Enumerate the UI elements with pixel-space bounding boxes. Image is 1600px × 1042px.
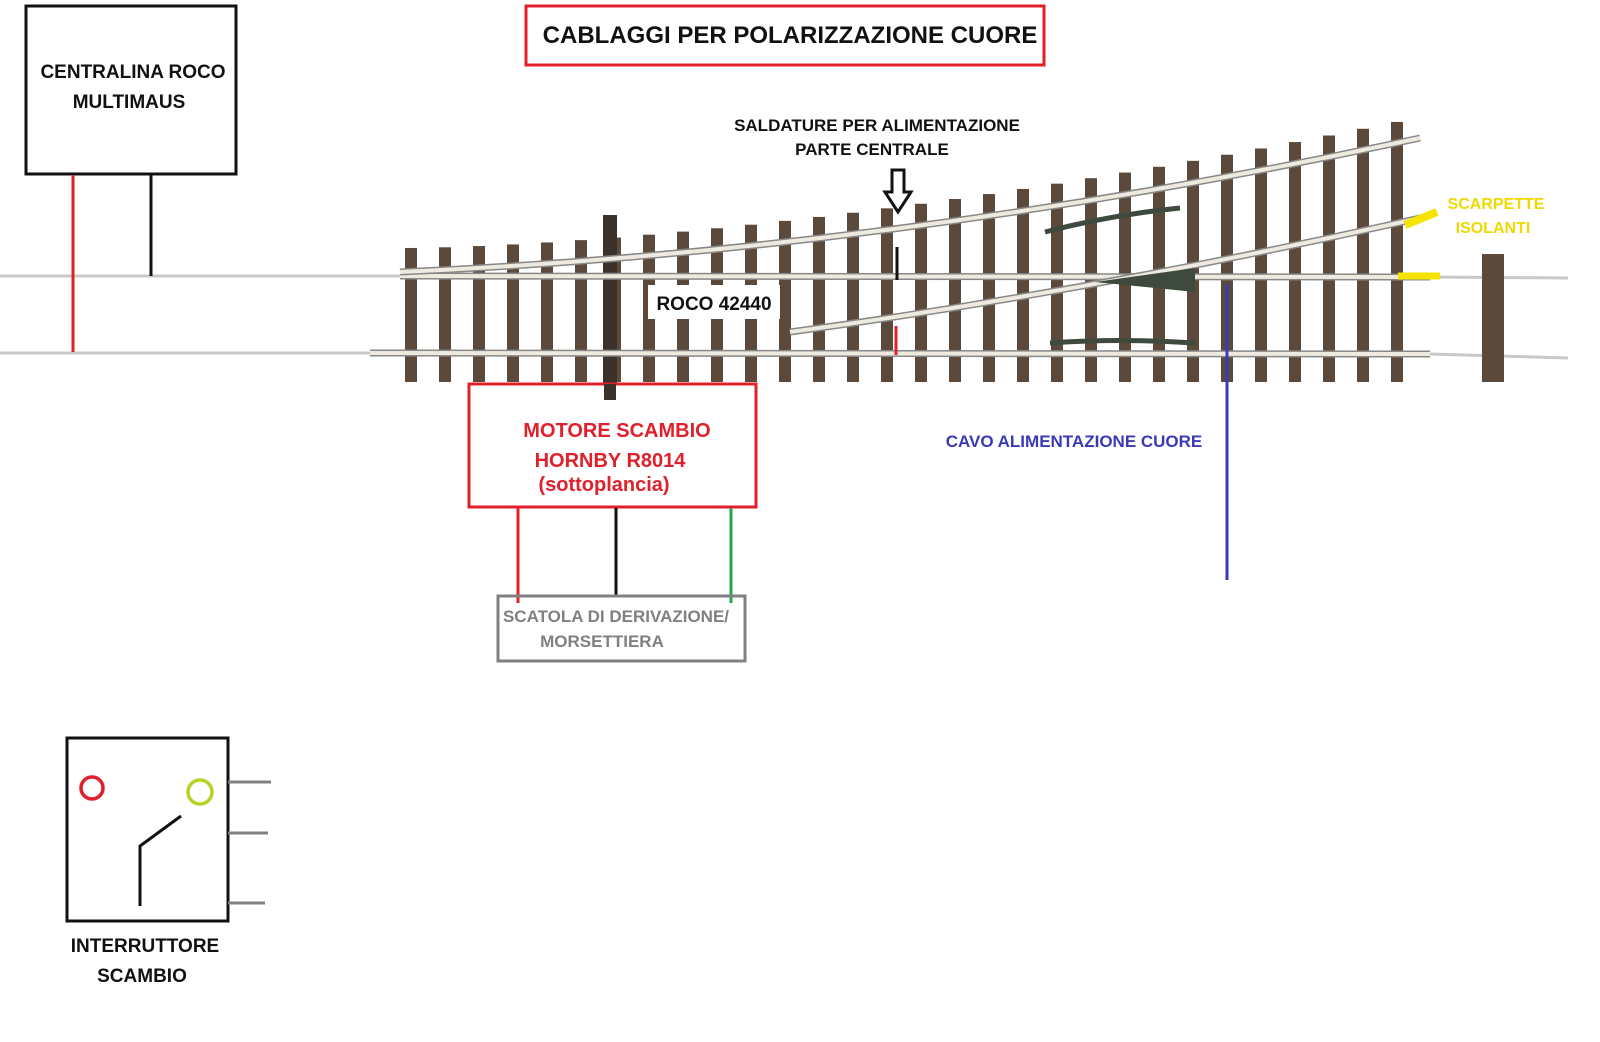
track-sleeper: [439, 247, 451, 382]
motore-label-2: HORNBY R8014: [535, 450, 687, 472]
frog: [1095, 268, 1195, 292]
straight-rail-bottom-inner: [369, 351, 1431, 356]
track-sleeper: [813, 216, 825, 382]
motore-label-1: MOTORE SCAMBIO: [523, 420, 710, 442]
guard-rail-bottom: [1049, 338, 1196, 346]
track-sleeper: [1357, 128, 1369, 382]
saldature-label-2: PARTE CENTRALE: [795, 140, 949, 159]
track-sleeper: [779, 220, 791, 382]
track-sleeper: [1255, 148, 1267, 382]
page-title: CABLAGGI PER POLARIZZAZIONE CUORE: [543, 22, 1038, 49]
track-sleeper: [915, 203, 927, 382]
saldature-label-1: SALDATURE PER ALIMENTAZIONE: [734, 116, 1020, 135]
motore-linkage: [604, 384, 616, 400]
track-sleeper: [1391, 121, 1403, 382]
track-rails: [369, 134, 1431, 358]
track-sleeper: [847, 212, 859, 382]
track-label-bg: [648, 285, 780, 319]
switch-lever-icon: [138, 814, 182, 906]
track-sleeper: [1221, 154, 1233, 382]
interruttore-label-2: SCAMBIO: [97, 966, 187, 987]
scatola-label-2: MORSETTIERA: [540, 632, 664, 651]
scatola-box: [496, 594, 747, 663]
scatola-label-1: SCATOLA DI DERIVAZIONE/: [503, 607, 729, 626]
interruttore-box: [65, 736, 230, 923]
centralina-label-1: CENTRALINA ROCO: [40, 62, 225, 83]
straight-rail-top-inner: [399, 274, 1431, 279]
throw-bar: [603, 215, 617, 400]
title-box: [524, 4, 1046, 67]
track-sleeper: [1323, 135, 1335, 382]
track-sleeper: [1482, 254, 1504, 382]
track-label: ROCO 42440: [656, 294, 771, 315]
track-sleeper: [983, 194, 995, 382]
down-arrow-icon: [882, 168, 914, 215]
centralina-box: [24, 4, 238, 176]
cavo-cuore-label: CAVO ALIMENTAZIONE CUORE: [946, 432, 1203, 451]
red-indicator-icon: [79, 775, 105, 801]
diverging-rail-outer-inner: [399, 136, 1421, 274]
motore-label-3: (sottoplancia): [538, 474, 669, 496]
insulating-joiner-diverging: [1403, 208, 1439, 229]
track-sleeper: [1051, 183, 1063, 382]
interruttore-label-1: INTERRUTTORE: [71, 936, 219, 957]
centralina-label-2: MULTIMAUS: [73, 92, 186, 113]
track-sleeper: [1289, 142, 1301, 382]
green-indicator-icon: [186, 778, 214, 806]
track-sleeper: [1017, 188, 1029, 382]
track-sleeper: [473, 246, 485, 382]
scarpette-label-2: ISOLANTI: [1456, 220, 1531, 237]
track-sleeper: [949, 199, 961, 382]
scarpette-label-1: SCARPETTE: [1448, 196, 1545, 213]
track-sleeper: [881, 208, 893, 382]
guard-rail-top: [1044, 205, 1181, 235]
track-sleeper: [405, 247, 417, 382]
